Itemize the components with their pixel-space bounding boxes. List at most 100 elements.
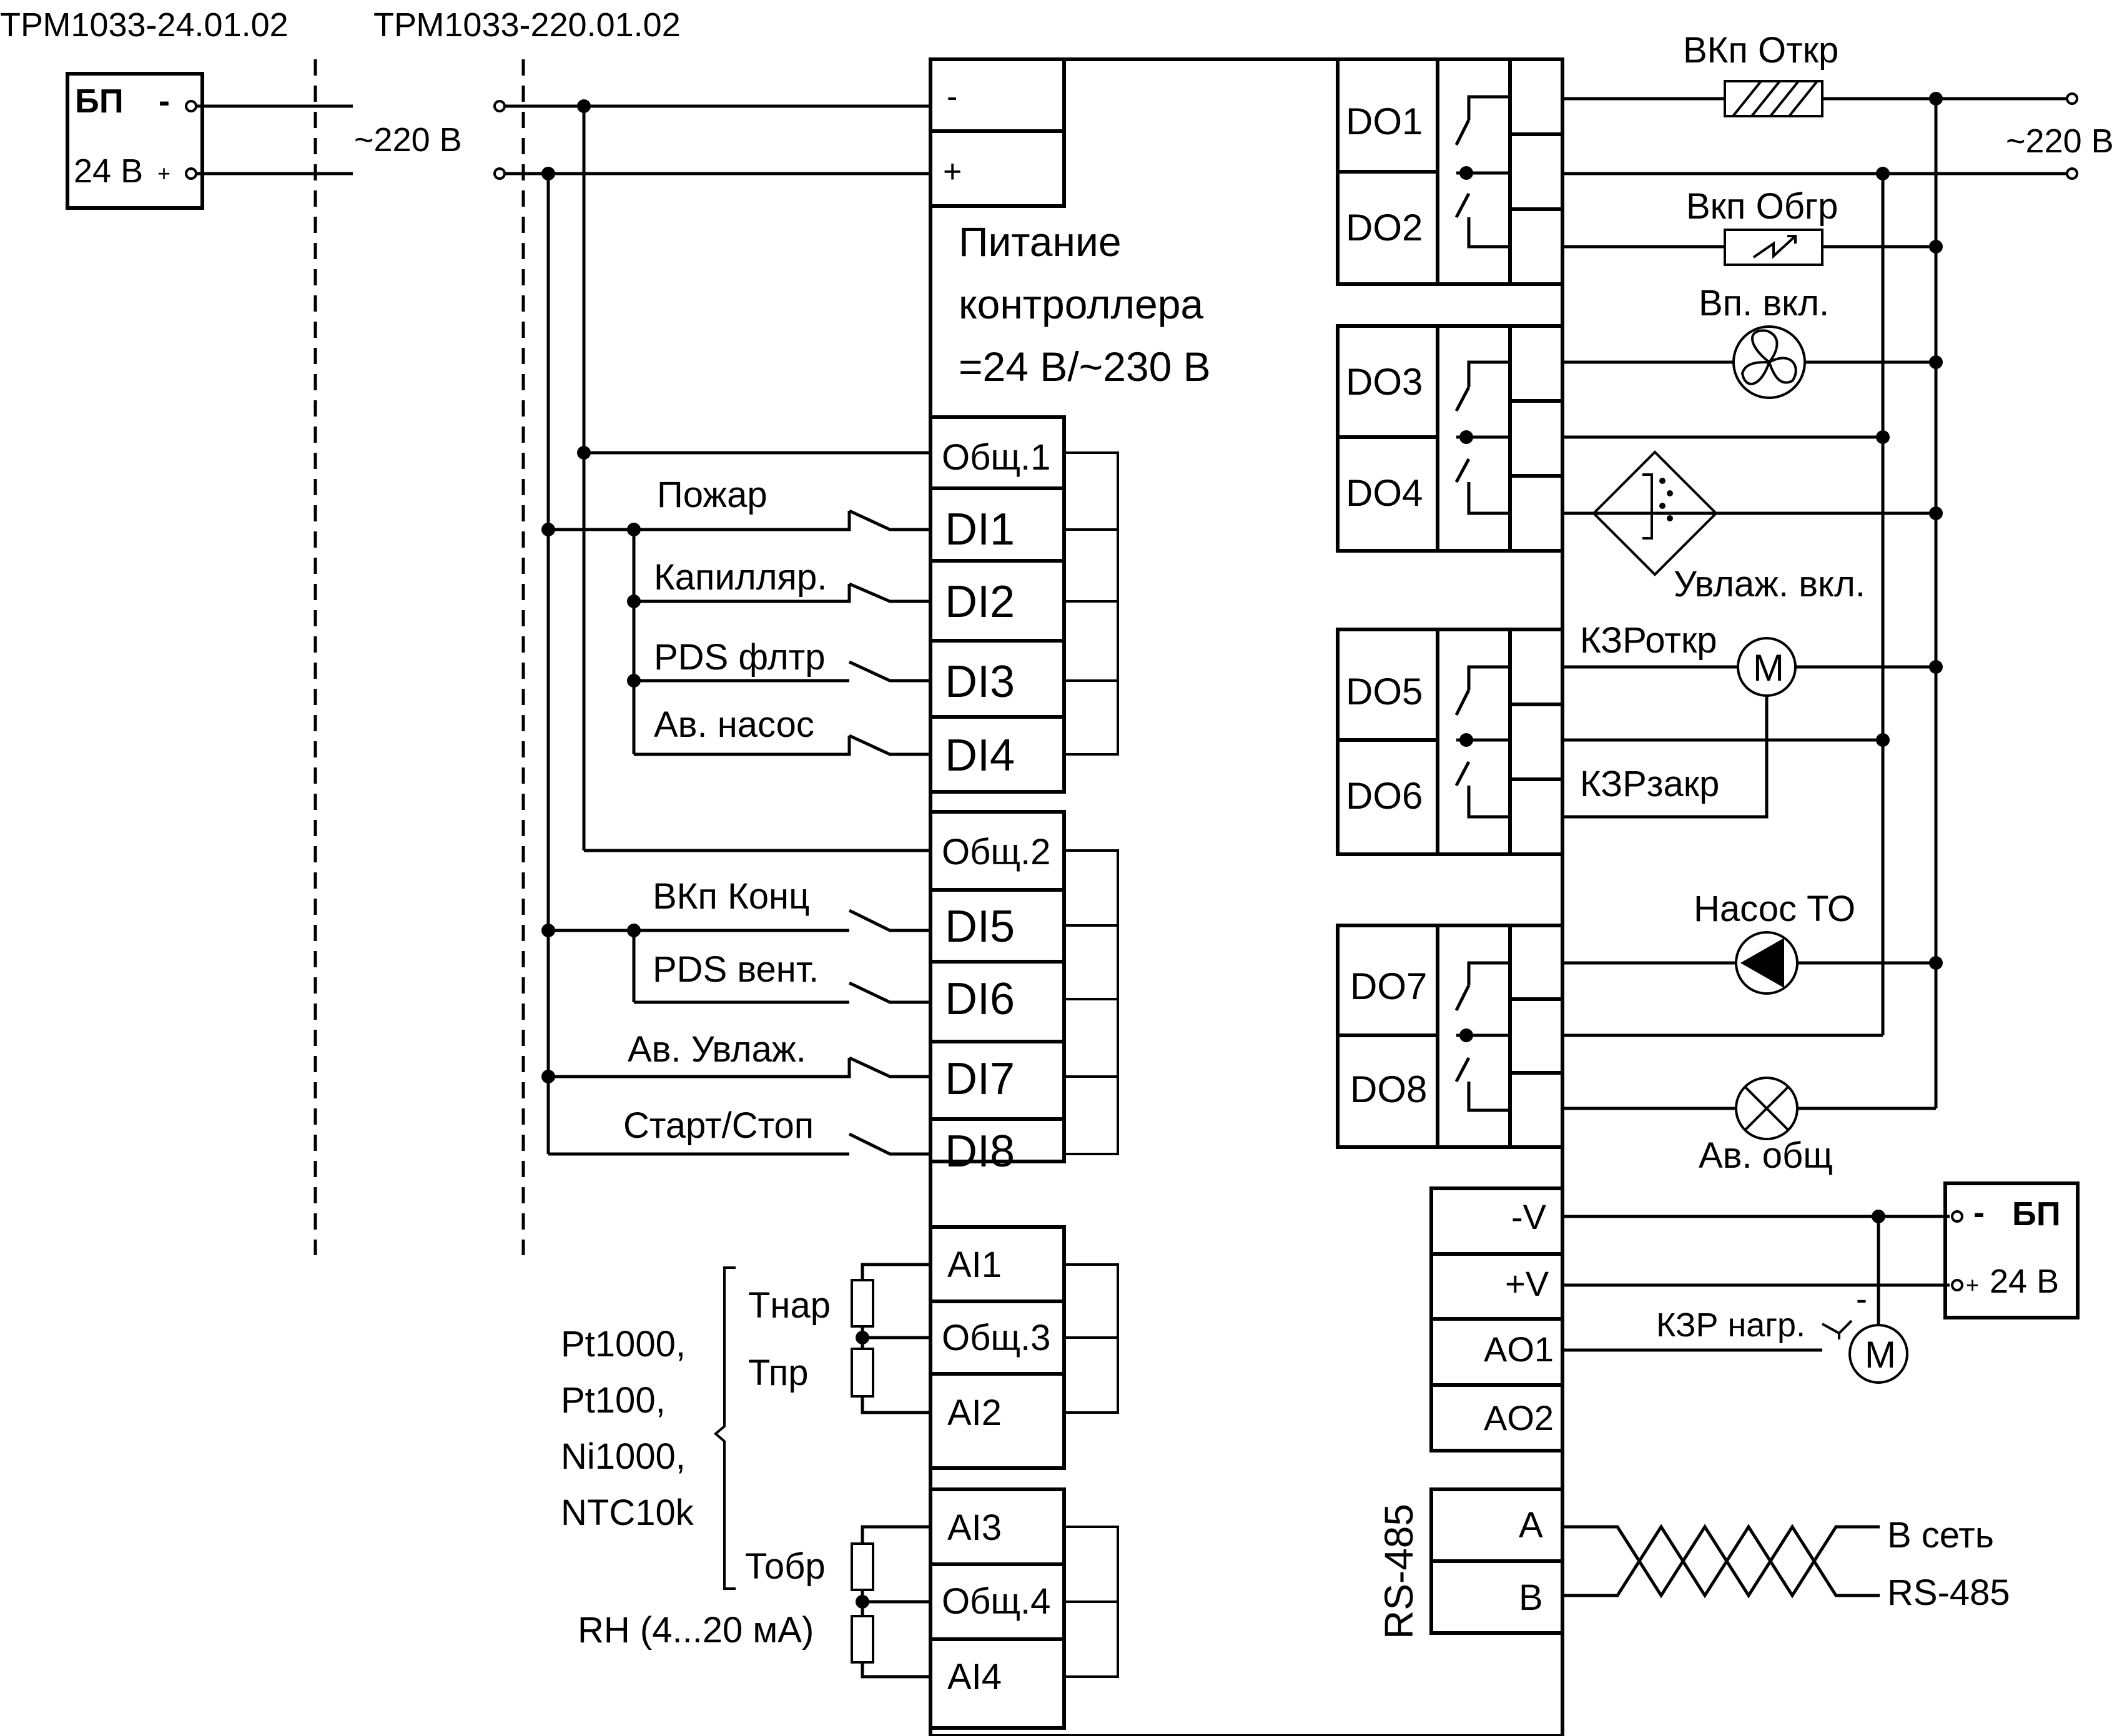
terminal-di4: DI4 <box>945 731 1015 781</box>
terminal-plus-v: +V <box>1505 1264 1549 1303</box>
valve-motor-icon: M <box>1737 637 1797 697</box>
rs485-net-label-1: В сеть <box>1887 1515 1994 1556</box>
rs485-net-label-2: RS-485 <box>1887 1572 2010 1613</box>
terminal-minus-v: -V <box>1511 1197 1547 1236</box>
power-caption-2: контроллера <box>959 281 1203 327</box>
rs485-vertical-label: RS-485 <box>1376 1504 1421 1639</box>
terminal-do5: DO5 <box>1346 671 1423 713</box>
psu-left-voltage: 24 В <box>74 152 143 190</box>
label-vkp-end: ВКп Конц <box>653 876 809 917</box>
switch-di3 <box>634 660 930 683</box>
alarm-lamp-icon <box>1735 1077 1799 1140</box>
power-caption-3: =24 В/~230 В <box>959 343 1211 390</box>
label-t-return: Тобр <box>745 1546 826 1587</box>
terminal-do1: DO1 <box>1346 101 1423 142</box>
label-vkp-heat: Вкп Обгр <box>1686 186 1838 227</box>
switch-di5 <box>634 909 930 932</box>
ao-load-label: КЗР нагр. <box>1656 1306 1805 1344</box>
relay-block-do3-do4 <box>1336 324 1564 553</box>
terminal-com1: Общ.1 <box>942 437 1050 478</box>
terminal-rs485-b: B <box>1519 1577 1543 1618</box>
label-humidifier-on: Увлаж. вкл. <box>1674 564 1865 604</box>
terminal-di3: DI3 <box>945 657 1015 707</box>
terminal-rs485-a: A <box>1519 1505 1543 1546</box>
label-t-outdoor: Тнар <box>748 1285 831 1326</box>
label-t-supply: Тпр <box>748 1353 809 1393</box>
heating-valve-motor-icon: M <box>1848 1324 1908 1384</box>
label-valve-close: КЗРзакр <box>1580 764 1719 804</box>
humidifier-icon <box>1592 450 1718 576</box>
psu-right <box>1943 1181 2080 1319</box>
terminal-ao2: AO2 <box>1484 1398 1554 1438</box>
sensor-type-ni1000: Ni1000, <box>561 1436 686 1477</box>
heater-vkp-open <box>1724 80 1823 117</box>
rs485-terminal-block <box>1429 1487 1564 1635</box>
label-valve-open: КЗРоткр <box>1580 620 1717 661</box>
terminal-di7: DI7 <box>945 1054 1015 1104</box>
psu-right-plus: + <box>1966 1272 1979 1298</box>
label-fan-on: Вп. вкл. <box>1699 283 1829 323</box>
sensor-type-pt1000: Pt1000, <box>561 1324 686 1364</box>
switch-di1 <box>634 509 930 531</box>
relay-block-do1-do2 <box>1336 57 1564 286</box>
terminal-do4: DO4 <box>1346 472 1423 514</box>
mains-label-right: ~220 В <box>2006 122 2114 160</box>
power-plus-terminal: + <box>943 154 962 190</box>
sensor-type-pt100: Pt100, <box>561 1380 666 1421</box>
terminal-ai2: AI2 <box>947 1393 1002 1433</box>
switch-di4 <box>634 734 930 756</box>
terminal-do7: DO7 <box>1350 965 1427 1007</box>
sensor-supply <box>851 1338 930 1414</box>
label-vkp-open: ВКп Откр <box>1683 30 1838 71</box>
psu-left-minus: - <box>159 82 170 120</box>
switch-di2 <box>634 582 930 603</box>
sensor-humidity <box>851 1602 930 1679</box>
model-label-24v: ТРМ1033-24.01.02 <box>0 6 289 44</box>
switch-di8 <box>548 1132 930 1156</box>
relay-block-do5-do6 <box>1336 628 1564 856</box>
valve-motor-letter: M <box>1753 647 1784 689</box>
psu-left: БП - 24 В + <box>66 72 204 210</box>
terminal-ai4: AI4 <box>947 1657 1002 1697</box>
terminal-com3: Общ.3 <box>942 1318 1050 1358</box>
heating-valve-motor-letter: M <box>1865 1334 1896 1376</box>
label-pump-alarm: Ав. насос <box>654 704 814 745</box>
ao-load-sign: - <box>1856 1280 1867 1318</box>
label-fire: Пожар <box>657 475 767 515</box>
terminal-do8: DO8 <box>1350 1068 1427 1110</box>
rs485-twisted-pair <box>1562 1524 1880 1599</box>
terminal-ai1: AI1 <box>947 1245 1002 1285</box>
pump-icon <box>1735 931 1799 995</box>
terminal-di5: DI5 <box>945 902 1015 952</box>
label-start-stop: Старт/Стоп <box>623 1105 814 1146</box>
heater-vkp-heat <box>1724 229 1823 266</box>
label-pds-filter: PDS флтр <box>654 637 825 678</box>
label-humidifier-alarm: Ав. Увлаж. <box>628 1029 806 1070</box>
terminal-do3: DO3 <box>1346 361 1423 403</box>
relay-block-do7-do8 <box>1336 924 1564 1149</box>
terminal-di1: DI1 <box>945 505 1015 555</box>
terminal-di8: DI8 <box>945 1127 1015 1176</box>
label-alarm: Ав. общ <box>1699 1135 1833 1176</box>
psu-right-title: БП <box>2012 1195 2061 1233</box>
fan-icon <box>1732 325 1806 399</box>
power-caption-1: Питание <box>959 219 1122 265</box>
terminal-do6: DO6 <box>1346 775 1423 817</box>
mains-label-left: ~220 В <box>354 121 462 159</box>
switch-di7 <box>548 1056 930 1078</box>
terminal-do2: DO2 <box>1346 207 1423 249</box>
sensor-type-ntc10k: NTC10k <box>561 1492 694 1533</box>
label-pump: Насос ТО <box>1694 889 1855 929</box>
label-rh: RH (4...20 мА) <box>578 1610 814 1650</box>
sensor-return <box>851 1525 930 1604</box>
switch-di6 <box>634 981 930 1004</box>
label-pds-fan: PDS вент. <box>653 949 819 990</box>
model-label-220v: ТРМ1033-220.01.02 <box>373 6 681 44</box>
terminal-di2: DI2 <box>945 577 1015 627</box>
terminal-com4: Общ.4 <box>942 1581 1050 1622</box>
terminal-com2: Общ.2 <box>942 832 1050 872</box>
terminal-ao1: AO1 <box>1484 1329 1554 1369</box>
terminal-di6: DI6 <box>945 974 1015 1024</box>
terminal-ai3: AI3 <box>947 1507 1002 1548</box>
